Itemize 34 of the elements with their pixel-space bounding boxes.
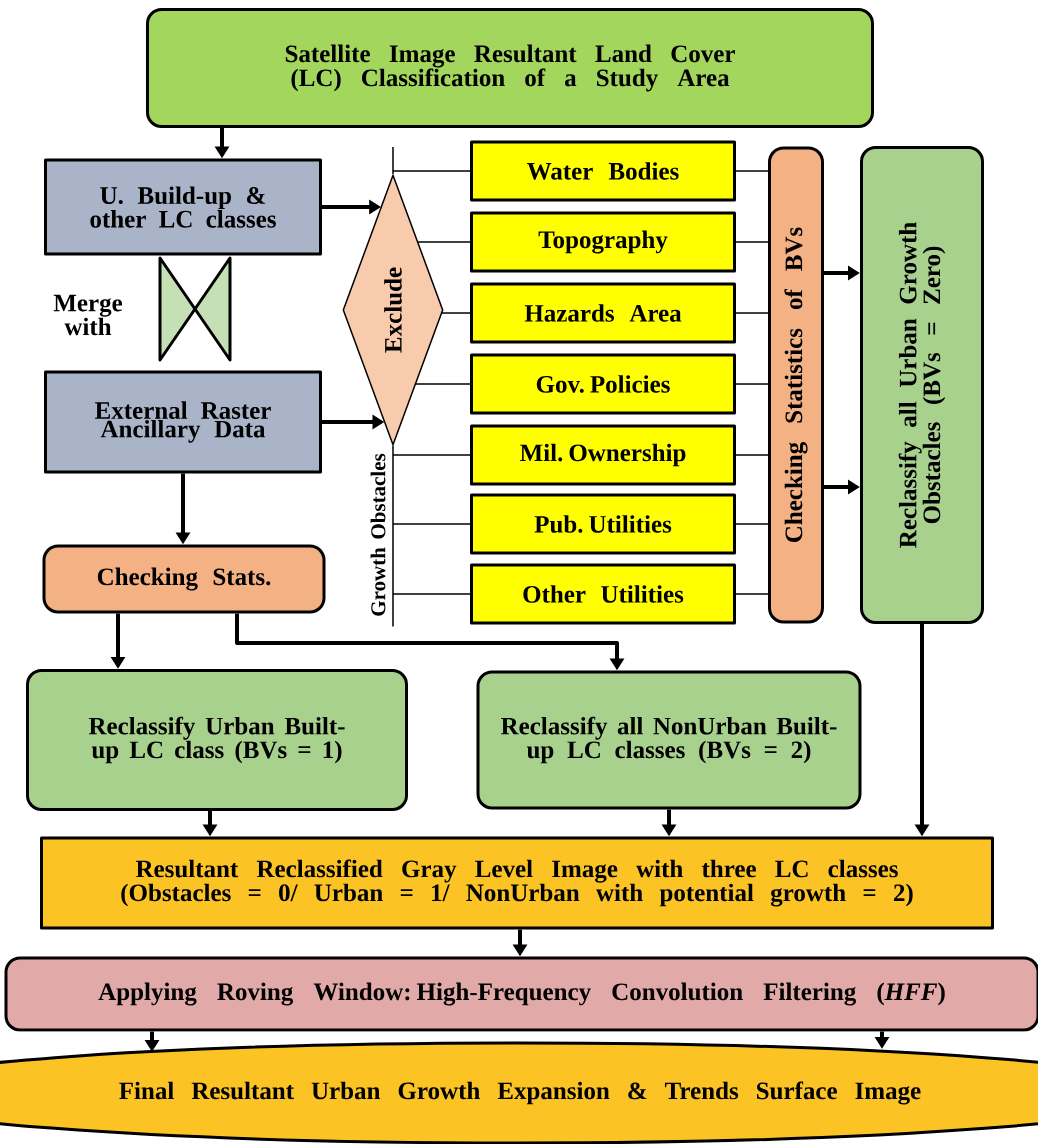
category-box: Gov. Policies	[470, 353, 736, 415]
connector-line	[735, 170, 769, 172]
title-box: Satellite Image Resultant Land Cover (LC) Classification of a Study Area	[146, 8, 874, 128]
process-box: U. Build-up & other LC classes	[44, 158, 322, 256]
process-box: Applying Roving Window: High-Frequency Convolution Filtering (HFF)	[4, 956, 1038, 1032]
result-box: Resultant Reclassified Gray Level Image with three LC classes (Obstacles = 0/ Urban = 1/ NonUrban with potential growth = 2)	[40, 836, 994, 930]
connector-line	[735, 593, 769, 595]
connector-line	[735, 383, 769, 385]
connector-line	[735, 523, 769, 525]
category-box: Hazards Area	[470, 282, 736, 344]
process-box: Reclassify Urban Built-up LC class (BVs = 1)	[26, 669, 408, 811]
bus-line: Growth Obstacles	[370, 445, 394, 627]
category-box: Mil. Ownership	[470, 424, 736, 486]
merge-symbol	[158, 256, 232, 362]
process-box: Reclassify all NonUrban Built-up LC classes (BVs = 2)	[476, 670, 862, 810]
side-label: Merge with	[53, 294, 123, 336]
connector-line	[392, 146, 471, 175]
category-box: Water Bodies	[470, 140, 736, 202]
process-box: Reclassify all Urban Growth Obstacles (BVs = Zero)	[860, 146, 984, 624]
category-box: Topography	[470, 211, 736, 273]
connector-line	[392, 454, 471, 456]
connector-line	[735, 241, 769, 243]
connector-line	[392, 523, 471, 525]
process-box: Checking Stats.	[42, 544, 326, 614]
connector-line	[735, 454, 769, 456]
category-box: Pub. Utilities	[470, 493, 736, 555]
process-box: External Raster Ancillary Data	[44, 370, 322, 474]
process-box: Checking Statistics of BVs	[768, 146, 824, 624]
category-box: Other Utilities	[470, 563, 736, 625]
connector-line	[441, 312, 471, 314]
connector-line	[735, 312, 769, 314]
connector-line	[414, 383, 471, 385]
connector-line	[392, 593, 471, 595]
connector-line	[417, 241, 471, 243]
